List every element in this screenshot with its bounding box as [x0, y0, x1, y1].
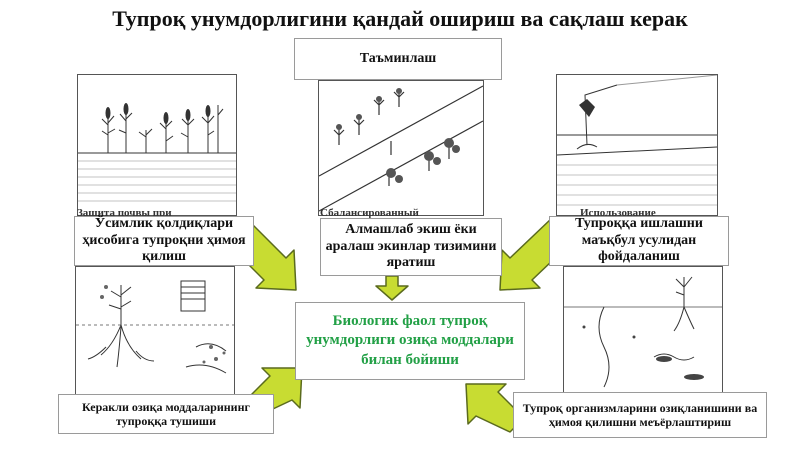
left-top-box: Ўсимлик қолдиқлари ҳисобига тупроқни ҳим… — [74, 216, 254, 266]
roots-fertilizer-sketch-icon — [75, 266, 235, 418]
top-label-box: Таъминлаш — [294, 38, 502, 80]
center-result-box: Биологик фаол тупроқ унумдорлиги озиқа м… — [295, 302, 525, 380]
plants-soil-sketch-icon — [77, 74, 237, 216]
crop-rows-sketch-icon — [318, 80, 484, 216]
page-title: Тупроқ унумдорлигини қандай ошириш ва са… — [112, 6, 688, 31]
left-bottom-box: Керакли озиқа моддаларининг тупроққа туш… — [58, 394, 274, 434]
center-top-box: Алмашлаб экиш ёки аралаш экинлар тизимин… — [320, 218, 502, 276]
arrow-top-center — [375, 275, 409, 301]
right-bottom-box: Тупроқ организмларини озиқланишини ва ҳи… — [513, 392, 767, 438]
partial-caption-center: Сбалансированный — [320, 207, 419, 219]
right-top-box: Тупроққа ишлашни маъқбул усулидан фойдал… — [549, 216, 729, 266]
plough-sketch-icon — [556, 74, 718, 216]
soil-organisms-sketch-icon — [563, 266, 723, 396]
